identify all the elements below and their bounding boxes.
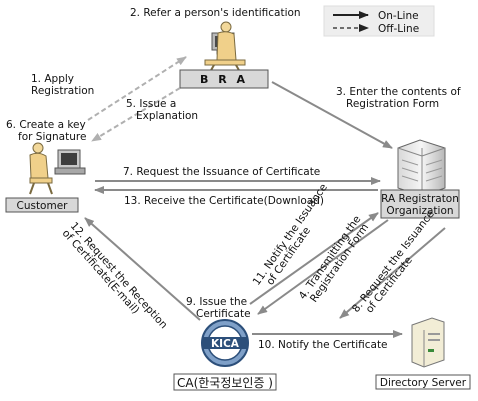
arrow-12-request-reception	[84, 217, 201, 321]
arrow-11-notify-issuance	[249, 212, 379, 305]
step-5-label-line2: Explanation	[136, 110, 198, 122]
ra-label-line1: RA Registraton	[381, 193, 459, 205]
step-2-label: 2. Refer a person's identification	[130, 7, 301, 19]
legend-online-label: On-Line	[378, 10, 419, 22]
directory-label: Directory Server	[380, 377, 467, 389]
step-4-label-line1: 4. Transmitting the	[297, 213, 364, 301]
step-9-label-line2: Certificate	[196, 308, 251, 320]
legend-background	[323, 5, 435, 37]
bra-label: B R A	[200, 73, 248, 86]
step-3-label-line1: 3. Enter the contents of	[336, 86, 461, 98]
arrow-1-apply-registration	[87, 56, 187, 121]
customer-box	[5, 197, 79, 213]
ca-label: CA(한국정보인증 )	[177, 376, 273, 390]
step-3-label-line2: Registration Form	[346, 98, 439, 110]
step-12-label-line2: of Certificate(E-mail)	[60, 227, 142, 316]
step-12-label-line1: 12. Request the Reception	[68, 220, 170, 331]
ra-server-icon	[397, 139, 446, 197]
step-1-label-line1: 1. Apply	[31, 73, 74, 85]
ca-logo-text: KICA	[211, 338, 240, 350]
ra-label-line2: Organization	[386, 205, 453, 217]
directory-box	[375, 374, 471, 390]
step-13-label: 13. Receive the Certificate(Download)	[124, 195, 324, 207]
ca-kica-logo: KICA	[201, 319, 249, 367]
arrow-8-request-issuance	[339, 227, 446, 319]
ra-box	[380, 189, 460, 219]
legend: On-Line Off-Line	[323, 5, 435, 37]
bra-person-icon	[204, 21, 246, 73]
step-10-label: 10. Notify the Certificate	[258, 339, 388, 351]
step-1-label-line2: Registration	[31, 85, 94, 97]
arrow-3-enter-contents	[271, 81, 393, 149]
bra-box	[179, 69, 269, 89]
ca-box	[173, 373, 277, 391]
step-9-label-line1: 9. Issue the	[186, 296, 247, 308]
arrow-5-issue-explanation	[91, 87, 181, 142]
step-5-label-line1: 5. Issue a	[126, 98, 176, 110]
customer-label: Customer	[16, 200, 68, 212]
step-7-label: 7. Request the Issuance of Certificate	[123, 166, 320, 178]
step-6-label-line2: for Signature	[18, 131, 86, 143]
legend-offline-label: Off-Line	[378, 23, 419, 35]
step-6-label-line1: 6. Create a key	[6, 119, 86, 131]
customer-person-icon	[29, 142, 86, 195]
arrow-4-transmit-form	[257, 219, 389, 315]
directory-server-icon	[411, 317, 445, 368]
